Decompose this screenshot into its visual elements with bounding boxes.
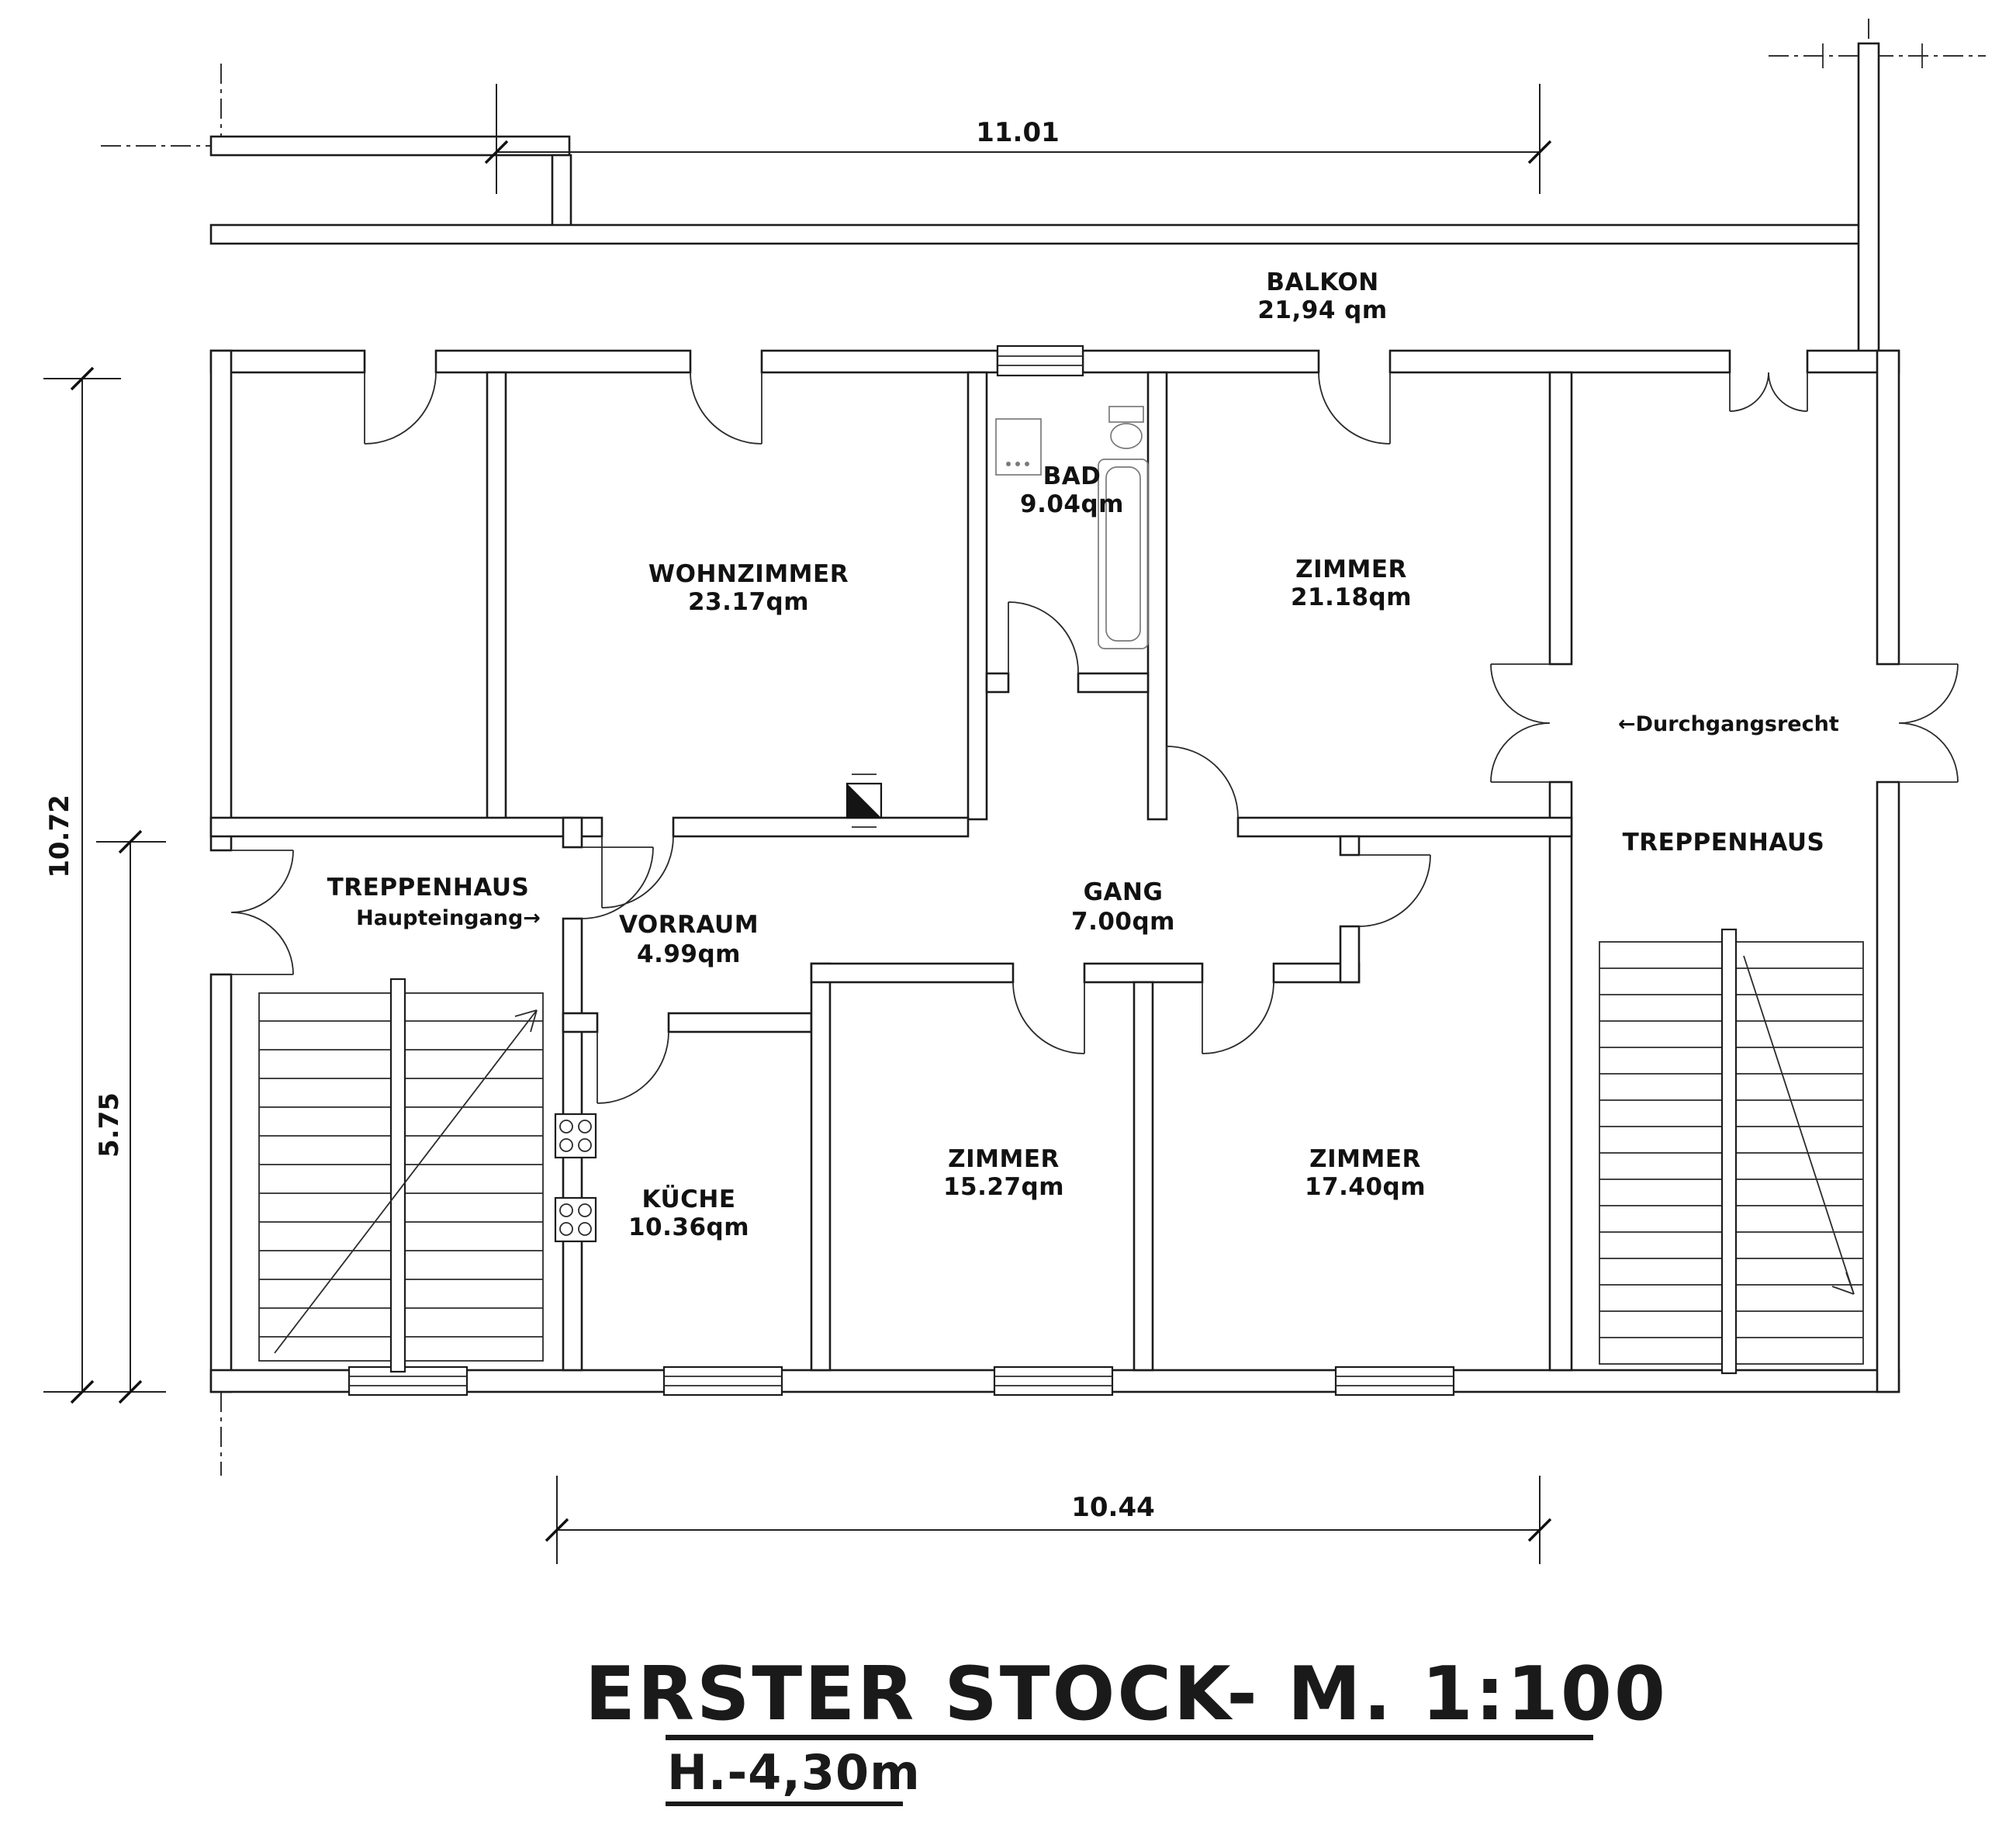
toilet-icon xyxy=(1108,406,1144,423)
window-icon xyxy=(348,1365,469,1397)
room-area-wohnzimmer: 23.17qm xyxy=(688,588,809,616)
stair-direction-arrow xyxy=(1743,955,1855,1295)
title-block: ERSTER STOCK- M. 1:100 H.-4,30m xyxy=(585,1652,1668,1806)
stairs-right xyxy=(1599,928,1864,1375)
window-icon xyxy=(993,1365,1114,1397)
dimension-bottom: 10.44 xyxy=(1071,1492,1155,1523)
dimension-top: 11.01 xyxy=(976,117,1060,148)
room-area-balkon: 21,94 qm xyxy=(1257,296,1387,324)
door-icon xyxy=(690,372,762,445)
door-icon xyxy=(1166,746,1239,819)
door-symbols xyxy=(230,372,1959,1104)
door-icon xyxy=(364,372,437,445)
room-area-vorraum: 4.99qm xyxy=(637,940,741,968)
annotation-durchgangsrecht: ←Durchgangsrecht xyxy=(1618,712,1839,736)
room-label-zimmer-15: ZIMMER xyxy=(948,1145,1060,1173)
stove-icon xyxy=(554,1196,597,1243)
room-label-balkon: BALKON xyxy=(1266,268,1378,296)
dimension-lines: 11.01 10.44 10.72 5.75 xyxy=(43,84,1552,1564)
main-entrance-double-door-icon xyxy=(230,850,294,975)
door-icon xyxy=(1318,372,1391,445)
door-icon xyxy=(597,1031,669,1104)
stair-direction-arrow xyxy=(274,1009,538,1354)
room-area-kueche: 10.36qm xyxy=(628,1213,749,1241)
bathtub-icon xyxy=(1098,459,1149,649)
context-walls xyxy=(209,42,1880,354)
room-label-kueche: KÜCHE xyxy=(641,1185,735,1213)
stove-icon xyxy=(554,1113,597,1159)
window-icon xyxy=(1334,1365,1455,1397)
bathroom-fixtures xyxy=(995,406,1149,649)
chimney-icon xyxy=(845,774,883,828)
door-icon xyxy=(1202,981,1274,1054)
room-label-zimmer-21: ZIMMER xyxy=(1295,556,1407,583)
room-label-wohnzimmer: WOHNZIMMER xyxy=(648,560,849,588)
room-label-treppenhaus-links: TREPPENHAUS xyxy=(327,874,530,902)
window-symbols xyxy=(348,344,1455,1397)
room-area-zimmer-15: 15.27qm xyxy=(943,1173,1064,1201)
double-door-icon xyxy=(1729,372,1808,412)
drawing-subtitle: H.-4,30m xyxy=(667,1744,921,1801)
window-icon xyxy=(662,1365,783,1397)
room-label-zimmer-17: ZIMMER xyxy=(1309,1145,1421,1173)
room-label-vorraum: VORRAUM xyxy=(619,911,759,939)
room-labels: BALKON 21,94 qm WOHNZIMMER 23.17qm BAD 9… xyxy=(327,268,1839,1241)
kitchen-fixtures xyxy=(554,1113,597,1243)
durchgangsrecht-outer-door-icon xyxy=(1898,663,1959,783)
dimension-left-total: 10.72 xyxy=(44,794,75,878)
room-label-gang: GANG xyxy=(1084,878,1164,906)
interior-walls xyxy=(209,371,1573,1372)
dimension-left-lower: 5.75 xyxy=(94,1092,125,1158)
annotation-haupteingang: Haupteingang→ xyxy=(356,906,541,930)
door-icon xyxy=(1008,601,1079,674)
room-area-zimmer-17: 17.40qm xyxy=(1305,1173,1426,1201)
balcony-door-window-icon xyxy=(996,344,1084,377)
door-icon xyxy=(601,836,674,909)
durchgangsrecht-door-icon xyxy=(1490,663,1551,783)
apartment-entrance-door-icon xyxy=(581,846,654,919)
stairs-left xyxy=(258,978,544,1373)
room-area-bad: 9.04qm xyxy=(1020,490,1124,518)
door-icon xyxy=(1358,854,1431,927)
washbasin-icon xyxy=(995,418,1042,476)
room-label-treppenhaus-rechts: TREPPENHAUS xyxy=(1623,829,1825,857)
door-icon xyxy=(1012,981,1085,1054)
room-label-bad: BAD xyxy=(1043,462,1101,490)
room-area-zimmer-21: 21.18qm xyxy=(1291,583,1412,611)
drawing-title: ERSTER STOCK- M. 1:100 xyxy=(585,1652,1668,1737)
room-area-gang: 7.00qm xyxy=(1071,908,1175,936)
